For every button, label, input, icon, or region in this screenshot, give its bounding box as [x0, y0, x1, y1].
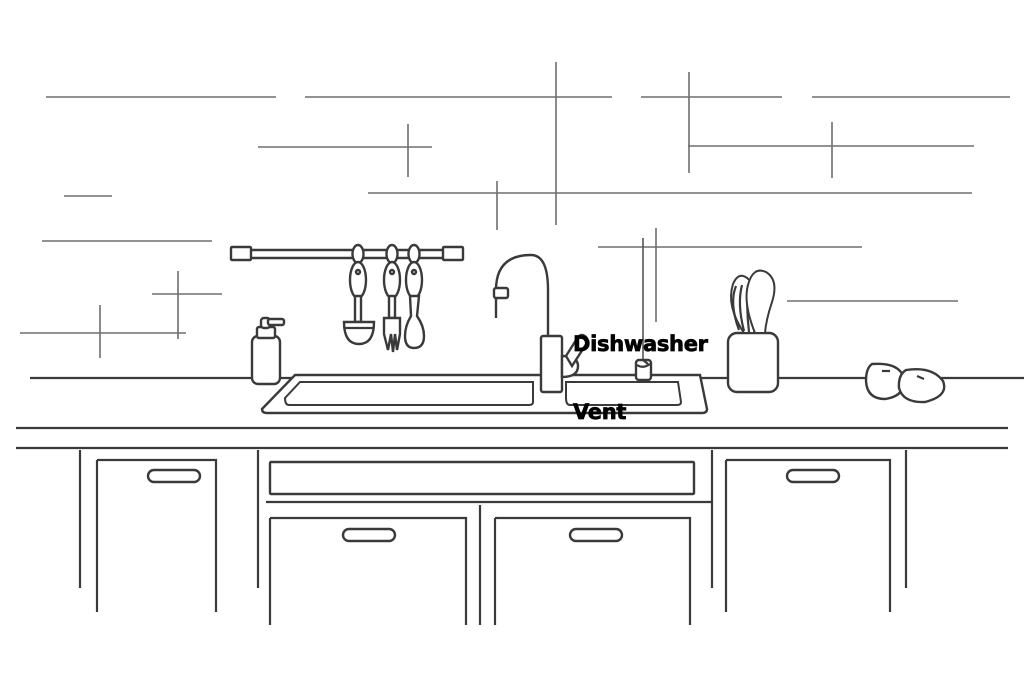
- center-drawer[interactable]: [268, 460, 696, 496]
- pill-handle[interactable]: [568, 527, 624, 543]
- left-cabinet-door[interactable]: [95, 458, 218, 612]
- double-basin-sink: [260, 373, 709, 415]
- dishwasher-vent-label: Dishwasher Vent: [573, 288, 709, 469]
- pill-handle[interactable]: [341, 527, 397, 543]
- cabinet-structure: [78, 450, 908, 625]
- hanging-utensil-spoon: [403, 260, 426, 350]
- produce-group: [864, 362, 946, 404]
- pill-handle[interactable]: [785, 468, 841, 484]
- backsplash-tile-lines: [20, 62, 1010, 358]
- dishwasher-vent-cap: [634, 358, 653, 382]
- utensil-rail: [229, 243, 465, 265]
- dishwasher-vent-label-line1: Dishwasher: [573, 332, 709, 357]
- soap-dispenser-bottle: [250, 316, 286, 386]
- dishwasher-vent-label-line2: Vent: [573, 400, 627, 425]
- right-cabinet-door[interactable]: [724, 458, 892, 612]
- crock-spoon: [745, 269, 776, 334]
- gooseneck-faucet: [492, 253, 589, 394]
- center-left-door[interactable]: [268, 516, 468, 625]
- center-right-door[interactable]: [493, 516, 692, 625]
- hanging-utensil-ladle: [342, 260, 376, 346]
- utensil-crock: [726, 269, 780, 394]
- pill-handle[interactable]: [146, 468, 202, 484]
- hanging-utensil-fork: [382, 260, 402, 353]
